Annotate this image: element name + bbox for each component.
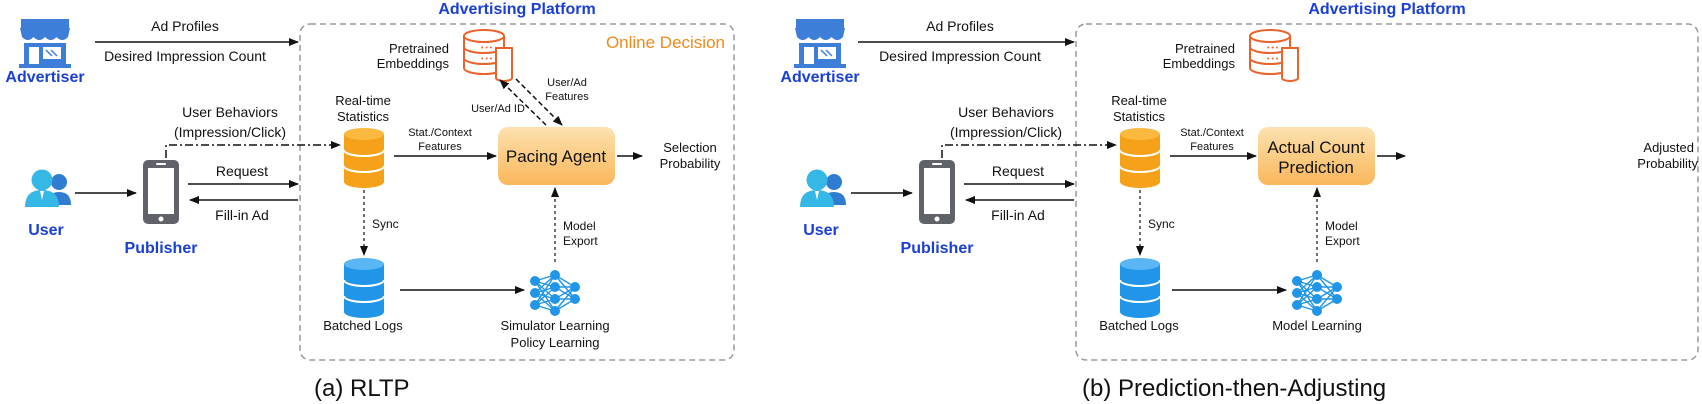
model-export-sub-label: Export [563,234,598,248]
batched-logs-label: Batched Logs [1099,318,1179,333]
embeddings-label: Pretrained [389,41,449,56]
user-behaviors-sub-label: (Impression/Click) [174,124,286,140]
fill-in-ad-label: Fill-in Ad [991,207,1045,223]
phone-icon [143,160,179,224]
realtime-sub-label: Statistics [1113,109,1166,124]
phone-icon [919,160,955,224]
model-export-label: Model [563,219,596,233]
realtime-label: Real-time [1111,93,1167,108]
ad-profiles-label: Ad Profiles [151,18,219,34]
embeddings-icon [1249,29,1299,82]
agent-label: Pacing Agent [506,147,606,166]
advertiser-label: Advertiser [5,69,84,86]
request-label: Request [216,163,268,179]
user-ad-id-label: User/Ad ID [471,103,525,115]
output-sub-label: Probability [1637,156,1698,171]
realtime-db-icon [1119,127,1161,189]
realtime-label: Real-time [335,93,391,108]
advertiser-label: Advertiser [780,69,859,86]
embeddings-label: Pretrained [1175,41,1235,56]
model-export-label: Model [1325,219,1358,233]
impression-count-label: Desired Impression Count [879,48,1041,64]
request-label: Request [992,163,1044,179]
stat-features-sub-label: Features [1190,141,1234,153]
learning-label: Simulator Learning [500,318,609,333]
user-label: User [28,222,64,239]
platform-title: Advertising Platform [438,1,595,18]
learning-sub-label: Policy Learning [511,335,600,350]
store-icon [18,18,72,69]
stat-features-label: Stat./Context [408,127,472,139]
user-ad-id-arrow [499,79,547,126]
user-label: User [803,222,839,239]
online-decision-label: Online Decision [606,33,725,52]
user-behaviors-label: User Behaviors [958,104,1054,120]
panel-caption: (a) RLTP [314,375,410,402]
embeddings-icon [463,29,513,82]
batched-logs-label: Batched Logs [323,318,403,333]
prediction-sub-label: Prediction [1278,158,1354,177]
fill-in-ad-label: Fill-in Ad [215,207,269,223]
realtime-db-icon [343,127,385,189]
user-icon [25,169,71,207]
batched-logs-db-icon [1119,257,1161,319]
platform-box [1075,23,1699,361]
prediction-box [1258,127,1375,185]
embeddings-sub-label: Embeddings [377,56,450,71]
output-label: Selection [663,140,716,155]
user-ad-features-label: User/Ad [547,77,587,89]
stat-features-sub-label: Features [418,141,462,153]
panel-caption: (b) Prediction-then-Adjusting [1082,375,1386,402]
sync-label: Sync [372,217,399,231]
prediction-label: Actual Count [1267,138,1365,157]
publisher-label: Publisher [125,240,198,257]
panel-rltp: Advertising Platform Online Decision Adv… [5,1,735,402]
platform-title: Advertising Platform [1308,1,1465,18]
panel-prediction-then-adjusting: Advertising Platform Advertiser User Pub… [780,1,1699,402]
impression-count-label: Desired Impression Count [104,48,266,64]
publisher-label: Publisher [901,240,974,257]
user-behaviors-arrow [941,141,1117,158]
embeddings-sub-label: Embeddings [1163,56,1236,71]
model-export-sub-label: Export [1325,234,1360,248]
realtime-sub-label: Statistics [337,109,390,124]
output-label: Adjusted [1643,140,1694,155]
user-behaviors-sub-label: (Impression/Click) [950,124,1062,140]
user-icon [800,169,846,207]
store-icon [793,18,847,69]
user-behaviors-label: User Behaviors [182,104,278,120]
user-ad-features-sub-label: Features [545,91,589,103]
stat-features-label: Stat./Context [1180,127,1244,139]
ad-profiles-label: Ad Profiles [926,18,994,34]
batched-logs-db-icon [343,257,385,319]
sync-label: Sync [1148,217,1175,231]
neural-network-icon [1291,269,1343,317]
learning-label: Model Learning [1272,318,1362,333]
neural-network-icon [529,269,581,317]
user-behaviors-arrow [165,141,341,158]
user-ad-features-arrow [515,78,563,126]
output-sub-label: Probability [660,156,721,171]
agent-box [498,127,615,185]
